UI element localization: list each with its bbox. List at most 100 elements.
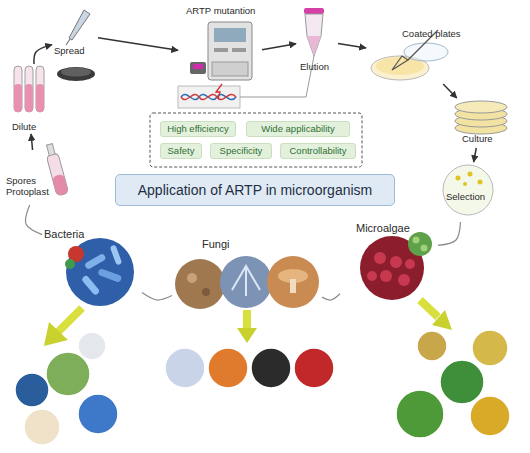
- selection-dish-art: [443, 165, 493, 215]
- node-label: Coated plates: [402, 29, 466, 40]
- colony: [468, 172, 473, 177]
- feature-tag: High efficiency: [160, 121, 236, 137]
- plate-lid: [404, 43, 448, 61]
- rod: [84, 253, 107, 270]
- fungi-image: [175, 256, 319, 309]
- tube: [36, 66, 44, 112]
- product-image: [15, 373, 49, 407]
- small-device-light: [193, 64, 203, 69]
- bacteria-circle: [66, 238, 134, 306]
- node-label: Selection: [446, 192, 496, 203]
- cell: [413, 237, 420, 244]
- green-cells: [408, 232, 432, 256]
- tube: [25, 66, 33, 112]
- machine-screen: [214, 28, 246, 42]
- tube-cap: [47, 144, 56, 156]
- spreader: [392, 56, 408, 70]
- fungi-products: [165, 348, 334, 388]
- product-image: [208, 348, 248, 388]
- spot: [202, 288, 210, 296]
- machine-base: [212, 62, 248, 76]
- product-image: [294, 348, 334, 388]
- product-image: [24, 409, 60, 445]
- product-arrows: [44, 300, 452, 346]
- node-text: Controllability: [281, 144, 355, 158]
- culture-step: Culture: [452, 98, 510, 148]
- arrow-head: [44, 322, 68, 346]
- node-label: Bacteria: [44, 228, 104, 241]
- fungi-circle: [267, 256, 319, 308]
- cell: [390, 256, 402, 268]
- pipette-tip: [66, 39, 70, 45]
- product-image: [417, 331, 447, 361]
- spread-disc-top: [61, 68, 91, 77]
- dish: [443, 165, 493, 215]
- dna-panel: [178, 86, 240, 108]
- flow-arrow: [474, 148, 477, 162]
- node-text: High efficiency: [161, 122, 235, 136]
- cell: [398, 274, 410, 286]
- tube-liquid: [25, 84, 33, 112]
- arrow-head: [237, 328, 257, 343]
- feature-frame: [150, 113, 362, 167]
- dilution-step: Dilute: [8, 64, 48, 134]
- tube-body: [305, 14, 323, 56]
- plate: [455, 101, 507, 113]
- mutation-device: ARTP mutantion: [178, 4, 262, 110]
- node-label: Spread: [54, 46, 98, 57]
- node-label: Spores Protoplast: [6, 176, 54, 198]
- product-image: [396, 390, 444, 438]
- product-image: [440, 360, 484, 404]
- spread-disc: [57, 67, 95, 81]
- bacteria-image: [65, 238, 134, 306]
- product-image: [165, 348, 205, 388]
- cell: [367, 271, 377, 281]
- machine-body: [208, 22, 252, 80]
- small-device: [190, 62, 206, 74]
- dna-strand: [181, 94, 236, 99]
- cycle-line: [438, 222, 461, 245]
- node-text: Wide applicability: [247, 122, 349, 136]
- feature-tag: Safety: [160, 143, 202, 159]
- plate-step: Coated plates: [366, 28, 466, 84]
- rod: [110, 245, 122, 266]
- culture-stack-art: [455, 101, 507, 134]
- product-image: [472, 330, 508, 366]
- cell: [421, 245, 428, 252]
- cycle-line: [322, 294, 340, 300]
- node-text: Specificity: [211, 144, 271, 158]
- node-label: Culture: [462, 134, 510, 145]
- cycle-line: [26, 205, 42, 235]
- tube-liquid: [307, 36, 321, 56]
- flow-arrow: [443, 84, 457, 98]
- feature-tag: Controllability: [280, 143, 356, 159]
- microalgae-products: [396, 330, 510, 438]
- node-label: Microalgae: [356, 222, 426, 235]
- green-cell: [65, 259, 75, 269]
- node-label: Fungi: [202, 238, 242, 251]
- category-node: Fungi: [172, 238, 322, 308]
- flow-arrow: [98, 38, 178, 51]
- mutation-mark: [216, 84, 222, 99]
- feature-tag: Specificity: [210, 143, 272, 159]
- colony: [463, 182, 467, 186]
- spread-step: Spread: [52, 10, 98, 58]
- bacteria-products: [15, 332, 118, 445]
- arrow-head: [432, 310, 452, 330]
- tube-cap: [304, 8, 324, 14]
- feature-tag: Wide applicability: [246, 121, 350, 137]
- cycle-line: [142, 293, 172, 300]
- arrow-shaft: [58, 308, 82, 332]
- category-node: Bacteria: [42, 228, 142, 308]
- cell: [405, 259, 415, 269]
- fungi-circle: [220, 256, 272, 308]
- elution-step: Elution: [296, 4, 338, 76]
- mushroom-stem: [290, 279, 296, 293]
- spot: [187, 273, 197, 283]
- tube-liquid: [36, 84, 44, 112]
- pipette: [69, 10, 90, 40]
- dna-strand: [181, 94, 236, 99]
- tube-body: [46, 152, 68, 196]
- node-label: Dilute: [12, 122, 52, 133]
